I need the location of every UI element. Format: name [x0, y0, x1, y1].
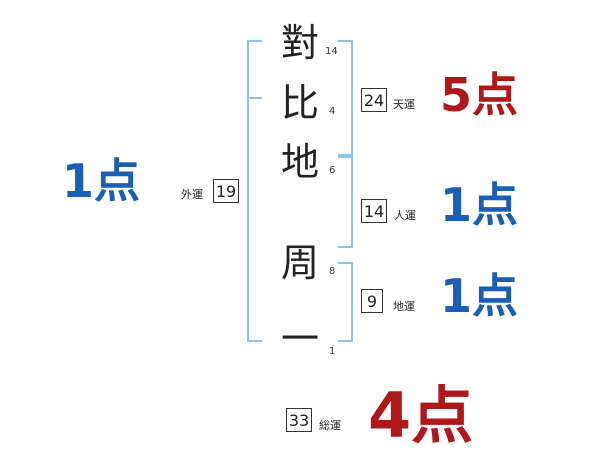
- tenun-label: 天運: [393, 98, 415, 111]
- jinun-score: 1点: [440, 178, 519, 232]
- name-char-4: 周: [280, 241, 319, 285]
- chiun-label: 地運: [393, 300, 415, 313]
- chiun-value-box: 9: [361, 289, 383, 313]
- stroke-count-4: 8: [329, 266, 336, 277]
- outer-bracket: [247, 40, 262, 342]
- name-char-5: 一: [280, 317, 319, 361]
- chiun-score: 1点: [440, 269, 519, 323]
- gaiun-score: 1点: [62, 154, 141, 208]
- name-char-2: 比: [280, 81, 319, 125]
- stroke-count-2: 4: [329, 106, 336, 117]
- tenun-value-box: 24: [361, 88, 387, 112]
- gaiun-label: 外運: [181, 188, 203, 201]
- gaiun-value-box: 19: [213, 179, 239, 203]
- stroke-count-1: 14: [325, 46, 338, 57]
- name-char-1: 對: [280, 21, 319, 65]
- stroke-count-5: 1: [329, 346, 336, 357]
- chiun-bracket: [338, 262, 353, 342]
- stroke-count-3: 6: [329, 165, 336, 176]
- souun-label: 総運: [319, 419, 341, 432]
- jinun-bracket: [338, 156, 353, 248]
- tenun-score: 5点: [440, 68, 519, 122]
- name-char-3: 地: [280, 140, 319, 184]
- souun-value-box: 33: [286, 408, 312, 432]
- souun-score: 4点: [368, 379, 474, 452]
- jinun-value-box: 14: [361, 199, 387, 223]
- jinun-label: 人運: [394, 209, 416, 222]
- tenun-bracket: [338, 40, 353, 156]
